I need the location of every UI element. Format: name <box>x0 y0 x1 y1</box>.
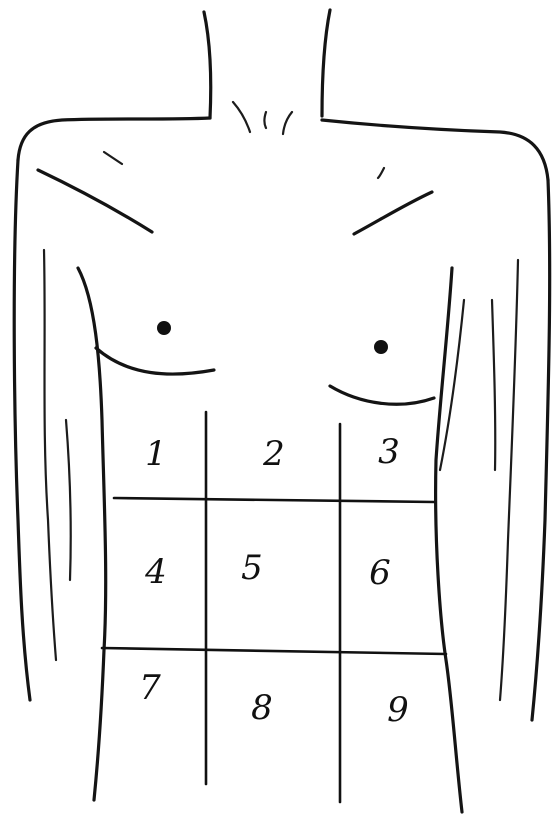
region-1-label: 1 <box>145 434 167 474</box>
lower-horizontal-line <box>102 648 446 654</box>
region-3-label: 3 <box>378 432 400 472</box>
right-nipple <box>374 340 388 354</box>
region-6-label: 6 <box>369 553 391 593</box>
region-4-label: 4 <box>144 552 167 592</box>
region-5-label: 5 <box>241 548 263 588</box>
neck <box>204 10 330 134</box>
clavicles <box>38 152 432 234</box>
upper-horizontal-line <box>114 498 434 502</box>
region-8-label: 8 <box>251 688 273 728</box>
region-2-label: 2 <box>262 434 285 474</box>
chest <box>96 321 434 404</box>
region-7-label: 7 <box>139 668 161 708</box>
region-numbers: 1 2 3 4 5 6 7 8 9 <box>139 432 409 730</box>
region-9-label: 9 <box>387 690 409 730</box>
left-nipple <box>157 321 171 335</box>
